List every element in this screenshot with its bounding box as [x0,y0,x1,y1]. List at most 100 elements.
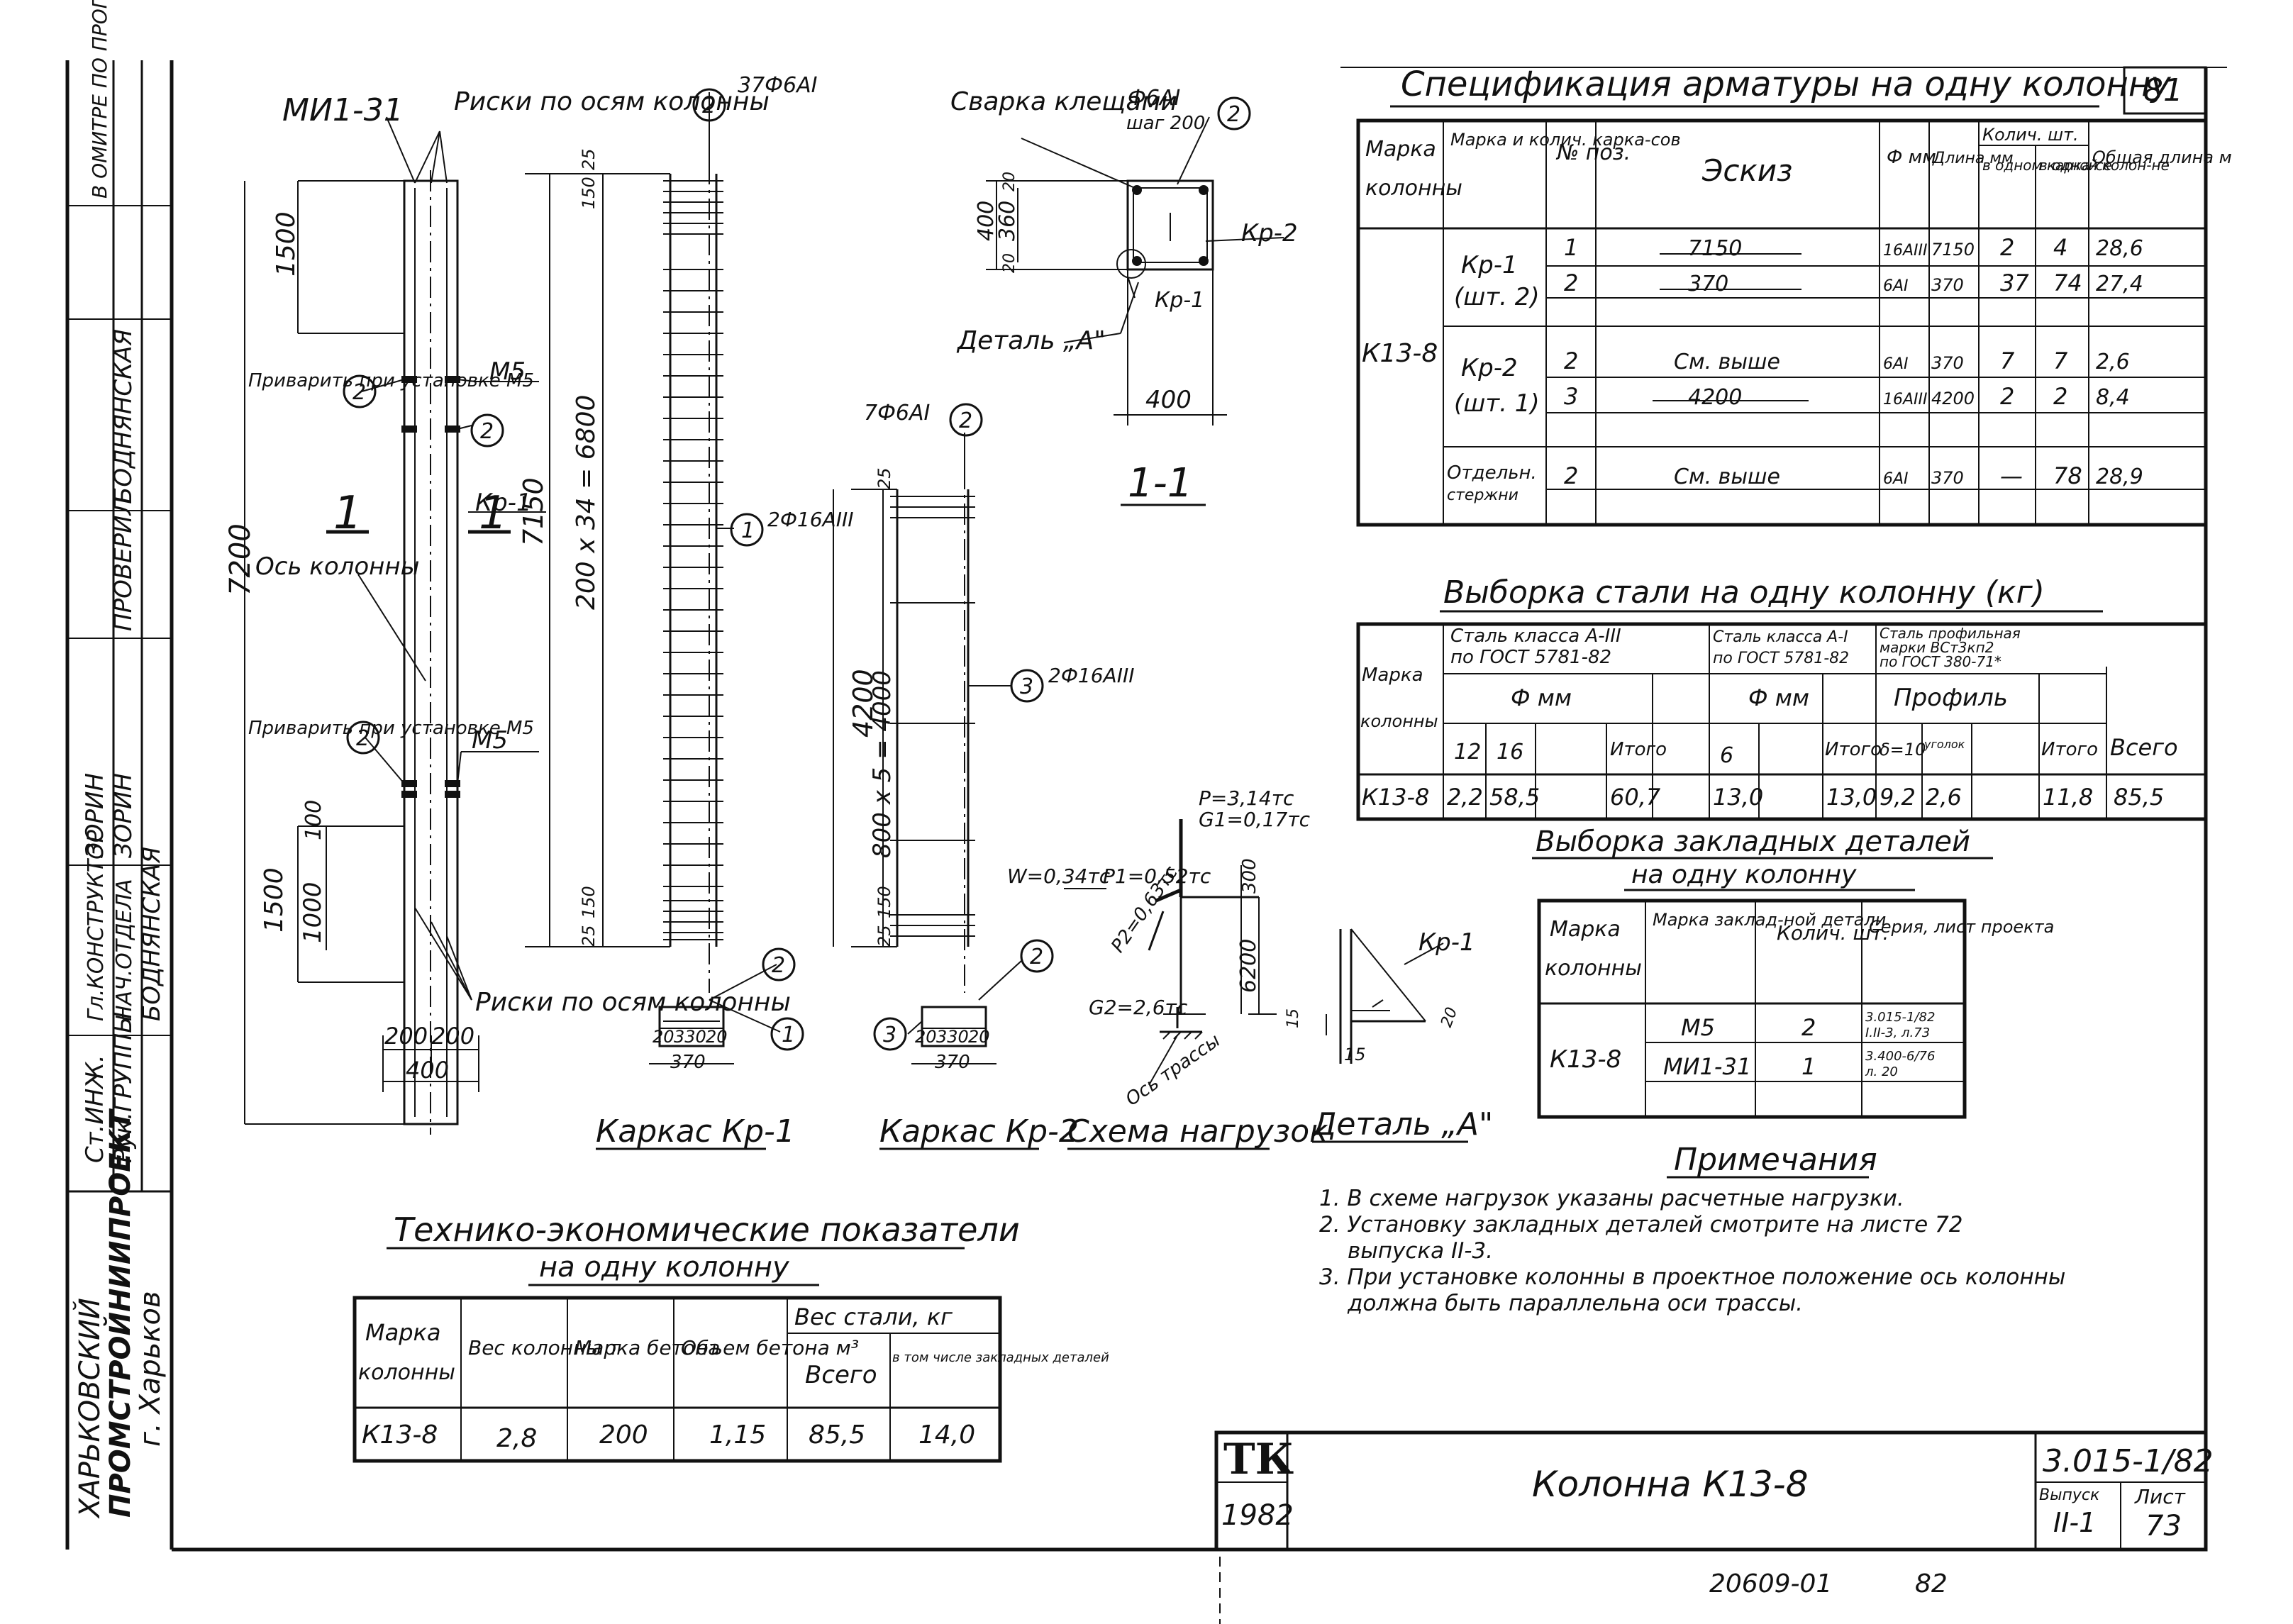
kr1-sec-dim-330: 330 [674,1027,706,1047]
steel-h-d10: δ=10 [1880,740,1926,760]
stamp-role-3: Гл.КОНСТРУКТОР [84,829,109,1021]
tep-table: Технико-экономические показатели на одну… [352,1211,1109,1463]
spec-row-3-total: 2,6 [2096,350,2130,374]
spec-h-len: Длина мм [1932,150,2014,167]
column-weld-note-bottom: Приварить при установке М5 [248,718,534,739]
column-section-left: 1 [333,487,362,540]
tep-h-concrete: Марка бетона [574,1336,720,1359]
emb-r2-series-2: л. 20 [1865,1064,1898,1079]
load-w: W=0,34тс [1007,864,1111,888]
spec-row-3-dia: 6АI [1883,355,1909,373]
spec-row-1-pos: 1 [1564,234,1578,261]
emb-h-mark-1: Марка [1550,917,1621,942]
note-2: 2. Установку закладных деталей смотрите … [1319,1212,1963,1238]
load-p: P=3,14тс [1199,786,1294,810]
column-m5-top: М5 [489,357,526,386]
steel-table: Выборка стали на одну колонну (кг) Марка… [1356,574,2208,821]
spec-row-2-pos: 2 [1564,269,1578,296]
spec-row-2-len: 370 [1931,275,1964,295]
spec-h-qty-frame: в одном карка-се [1982,157,2112,174]
sec11-dim-20a: 20 [1001,172,1018,191]
emb-title-1: Выборка закладных деталей [1536,825,1970,858]
column-section-right: 1 [479,487,508,540]
kr1-dim-25b: 25 [579,925,599,947]
spec-row-1-total: 28,6 [2096,236,2143,261]
spec-h-mark-1: Марка [1365,137,1436,162]
spec-row-5-qc: 78 [2053,462,2082,489]
load-p1: P1=0,52тс [1103,864,1211,888]
sheet-number: 81 [2143,72,2183,109]
frame-kr1: 37Ф6АI 2 1 2Ф16АIII 7150 200 x 34 = 6800… [518,73,853,1150]
kr1-dim-150a: 150 [579,177,599,209]
tep-r-concrete: 200 [599,1420,648,1450]
column-pos-2-a-circle [343,374,377,408]
column-dim-400: 400 [406,1057,449,1084]
steel-h-fmm-a1: Ф мм [1748,684,1809,711]
column-pos-2-b-circle [470,413,504,447]
spec-row-5-pos: 2 [1564,462,1578,489]
steel-h-mark-2: колонны [1360,711,1438,731]
kr2-dim-25a: 25 [875,467,894,489]
sec11-title: 1-1 [1128,460,1192,506]
spec-row-3-qf: 7 [2000,347,2015,374]
spec-row-2-dia: 6АI [1883,277,1909,295]
notes-title: Примечания [1674,1142,1877,1178]
load-scheme: P=3,14тс G1=0,17тс W=0,34тс P1=0,52тс P2… [1007,786,1328,1150]
steel-h-prof-3: по ГОСТ 380-71* [1880,653,2001,670]
sec11-dim-360: 360 [995,201,1020,241]
spec-row-1-sketch: 7150 [1688,236,1742,261]
footer-page: 82 [1915,1569,1948,1598]
spec-row-4-qc: 2 [2053,383,2067,410]
title-year: 1982 [1221,1499,1294,1532]
tep-h-weight: Вес колонны т [468,1336,620,1359]
kr2-pos-2-circle [949,403,983,437]
stamp-org-1: ХАРЬКОВСКИЙ [72,1298,106,1519]
sec11-bar: Ф6АI [1128,86,1180,111]
kr2-sec-dim-20a: 20 [915,1027,937,1047]
kr1-title: Каркас Кр-1 [596,1113,795,1150]
sec11-pos-2-circle [1217,96,1251,130]
spec-row-5-total: 28,9 [2096,465,2143,489]
tep-r-mark: К13-8 [362,1420,438,1450]
steel-h-16: 16 [1497,740,1523,764]
kr2-sec-pos-3-circle [873,1017,907,1051]
steel-r-angle: 2,6 [1926,784,1962,811]
kr1-sec-dim-20b: 20 [706,1027,728,1047]
spec-row-1-len: 7150 [1931,240,1975,260]
spec-row-2-sketch: 370 [1688,272,1728,296]
kr2-pos-3-circle [1010,669,1044,703]
column-dim-1500-top: 1500 [272,211,301,277]
sec11-step: шаг 200 [1126,113,1205,134]
steel-h-a3-2: по ГОСТ 5781-82 [1450,647,1611,668]
column-dim-1000: 1000 [299,881,327,943]
kr1-pos-2: 2 [702,94,716,118]
tep-title-1: Технико-экономические показатели [394,1211,1020,1249]
spec-frame-1-count: (шт. 2) [1454,283,1540,311]
emb-mark: К13-8 [1550,1045,1621,1074]
detail-a: Кр-1 15 15 20 Деталь „А" [1284,928,1493,1143]
column-pos-2-c-circle [346,721,380,755]
spec-frame-3: Отдельн. [1447,462,1537,484]
detail-a-title: Деталь „А" [1311,1106,1493,1142]
note-1: 1. В схеме нагрузок указаны расчетные на… [1319,1186,1904,1211]
kr2-bar-top: 7Ф6АI [864,401,931,426]
column-dim-1500-bottom: 1500 [260,867,289,933]
tep-h-incl: в том числе закладных деталей [892,1350,1109,1365]
spec-row-3-qc: 7 [2053,347,2068,374]
steel-r-mark: К13-8 [1362,784,1429,811]
steel-h-12: 12 [1454,740,1481,764]
spec-h-qty-col: в одной колон-не [2039,157,2170,174]
spec-row-5-len: 370 [1931,468,1964,488]
steel-r-itogo-a1: 13,0 [1826,784,1877,811]
spec-title: Спецификация арматуры на одну колонну [1401,65,2171,104]
column-axis-label: Ось колонны [255,552,419,581]
steel-r-d10: 9,2 [1880,784,1916,811]
spec-row-4-len: 4200 [1931,389,1975,408]
kr1-sec-dim-370: 370 [670,1052,706,1073]
stamp-name-1: БОДНЯНСКАЯ [138,847,166,1021]
kr2-sec-pos-2: 2 [1030,945,1043,969]
tep-r-weight: 2,8 [496,1424,537,1453]
spec-row-1-qc: 4 [2053,234,2067,261]
kr2-dim-4200: 4200 [848,669,879,738]
emb-h-mark-2: колонны [1545,956,1642,981]
